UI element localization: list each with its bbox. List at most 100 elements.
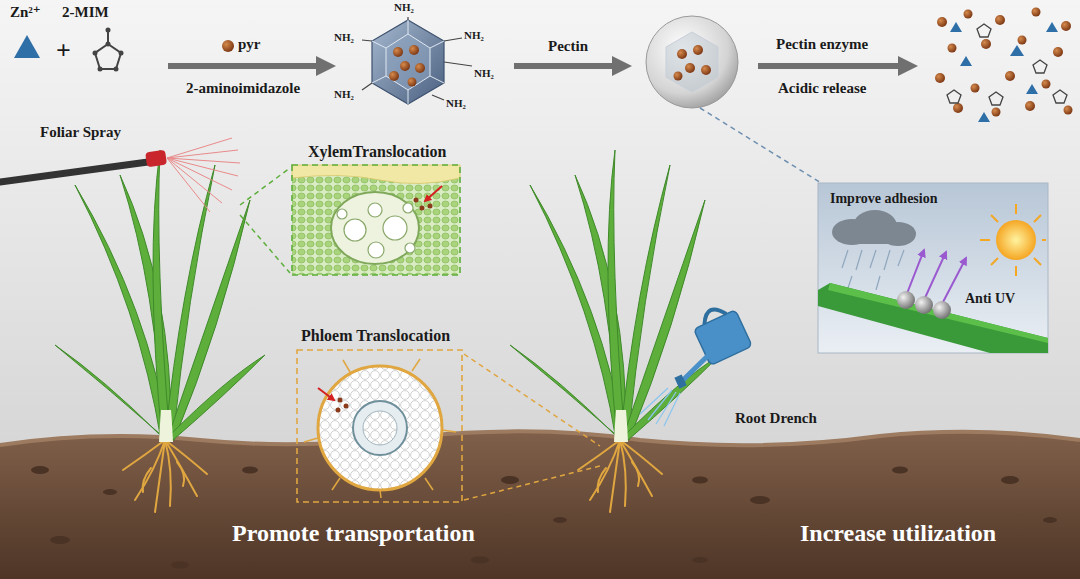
leaf-surface-inset — [915, 296, 933, 314]
leaf-surface-inset — [991, 215, 998, 222]
leaf-surface-inset — [1015, 266, 1017, 276]
zif-crystal — [372, 20, 444, 104]
released-particles — [1025, 101, 1035, 111]
leaf-surface-inset — [996, 220, 1036, 260]
root-cross-section — [344, 404, 349, 409]
zif-crystal — [389, 45, 425, 87]
released-particles — [947, 24, 1067, 105]
inset-title: Improve adhesion — [830, 191, 937, 207]
leaf-cross-section — [344, 219, 366, 241]
leaf-surface-inset — [818, 283, 1048, 353]
leaf-surface-inset — [818, 183, 1048, 353]
released-particles — [977, 24, 991, 37]
released-particles — [1061, 21, 1071, 31]
root-cross-section — [412, 359, 420, 371]
leaf-surface-inset — [897, 291, 915, 309]
pebbles — [892, 467, 908, 474]
amine-label: NH₂ — [334, 88, 354, 101]
pectin-coated-particle — [685, 63, 695, 73]
leaf-surface-inset — [1034, 258, 1041, 265]
root-cross-section — [318, 388, 334, 400]
leaf-surface-inset — [991, 258, 998, 265]
reaction-arrows — [758, 63, 900, 69]
leaf-cross-section — [368, 203, 382, 217]
leaf-surface-inset — [818, 183, 1048, 353]
released-particles — [978, 112, 990, 122]
released-particles — [971, 84, 980, 93]
spray-gun — [167, 138, 232, 158]
pectin-coated-particle — [646, 16, 738, 108]
imidazole-atoms — [119, 51, 124, 56]
leaf-cross-section — [337, 203, 415, 258]
leaf-surface-inset — [848, 276, 852, 288]
zif-crystal — [408, 90, 409, 104]
reaction-arrows — [514, 63, 614, 69]
root-cross-section — [304, 438, 318, 442]
released-particles — [1064, 106, 1073, 115]
leaf-surface-inset — [933, 301, 951, 319]
root-cross-section — [318, 366, 442, 490]
root-cross-section — [338, 398, 343, 403]
spray-gun — [167, 158, 210, 212]
released-particles — [937, 17, 947, 27]
arrow-label: Pectin enzyme — [776, 36, 868, 53]
leaf-surface-inset — [870, 250, 876, 268]
water-spray — [640, 388, 668, 414]
zif-crystal — [372, 20, 444, 104]
zif-crystal — [386, 34, 430, 90]
root-cross-section — [297, 350, 462, 502]
pebbles — [1001, 476, 1019, 484]
pebbles — [50, 536, 70, 544]
zif-crystal — [432, 95, 444, 100]
leaf-surface-inset — [942, 258, 966, 304]
inset-panel: Phloem Translocation — [295, 327, 467, 505]
root-cross-section — [336, 408, 341, 413]
released-particles — [1026, 84, 1038, 94]
root-cross-section — [353, 401, 407, 455]
leaf-surface-inset — [924, 252, 946, 300]
leaf-surface-inset — [1042, 239, 1046, 241]
released-particles — [935, 8, 1073, 123]
reaction-arrows — [898, 56, 918, 76]
released-particles — [981, 39, 991, 49]
spray-gun — [167, 150, 238, 158]
application-label: Root Drench — [735, 410, 817, 427]
pebbles — [242, 467, 258, 474]
released-particles — [935, 73, 945, 83]
ligand-label: 2-MIM — [62, 4, 109, 21]
leaf-cross-section — [337, 209, 347, 219]
leader-line — [700, 108, 826, 186]
application-label: Foliar Spray — [40, 124, 121, 141]
reaction-arrows — [168, 56, 918, 76]
released-particles — [950, 22, 962, 32]
water-spray — [664, 393, 680, 426]
zif-crystal — [408, 78, 417, 87]
leaf-surface-inset — [906, 250, 966, 304]
plus-sign: + — [56, 36, 71, 66]
released-particles — [1033, 60, 1047, 73]
pebbles — [171, 562, 189, 569]
root-cross-section — [343, 360, 350, 372]
root-cross-section — [297, 350, 462, 502]
released-particles — [935, 8, 1073, 117]
zif-crystal — [444, 62, 472, 66]
leader-line — [464, 466, 600, 500]
zif-crystal — [430, 41, 444, 48]
amine-label: NH₂ — [334, 31, 354, 44]
spray-gun — [167, 158, 222, 203]
wheat-plant — [510, 150, 720, 512]
inset-panel: Improve adhesionAnti UV — [818, 183, 1048, 353]
released-particles — [1032, 8, 1041, 17]
leaf-cross-section — [420, 206, 425, 211]
arrow-label: pyr — [238, 36, 261, 53]
leaf-surface-inset — [980, 239, 990, 241]
leaf-cross-section — [403, 203, 413, 213]
zif-crystal — [362, 83, 372, 90]
leaf-surface-inset — [884, 250, 890, 270]
root-cross-section — [363, 411, 397, 445]
released-particles — [960, 56, 972, 66]
imidazole-atoms — [98, 67, 103, 72]
leaf-cross-section — [425, 186, 442, 201]
